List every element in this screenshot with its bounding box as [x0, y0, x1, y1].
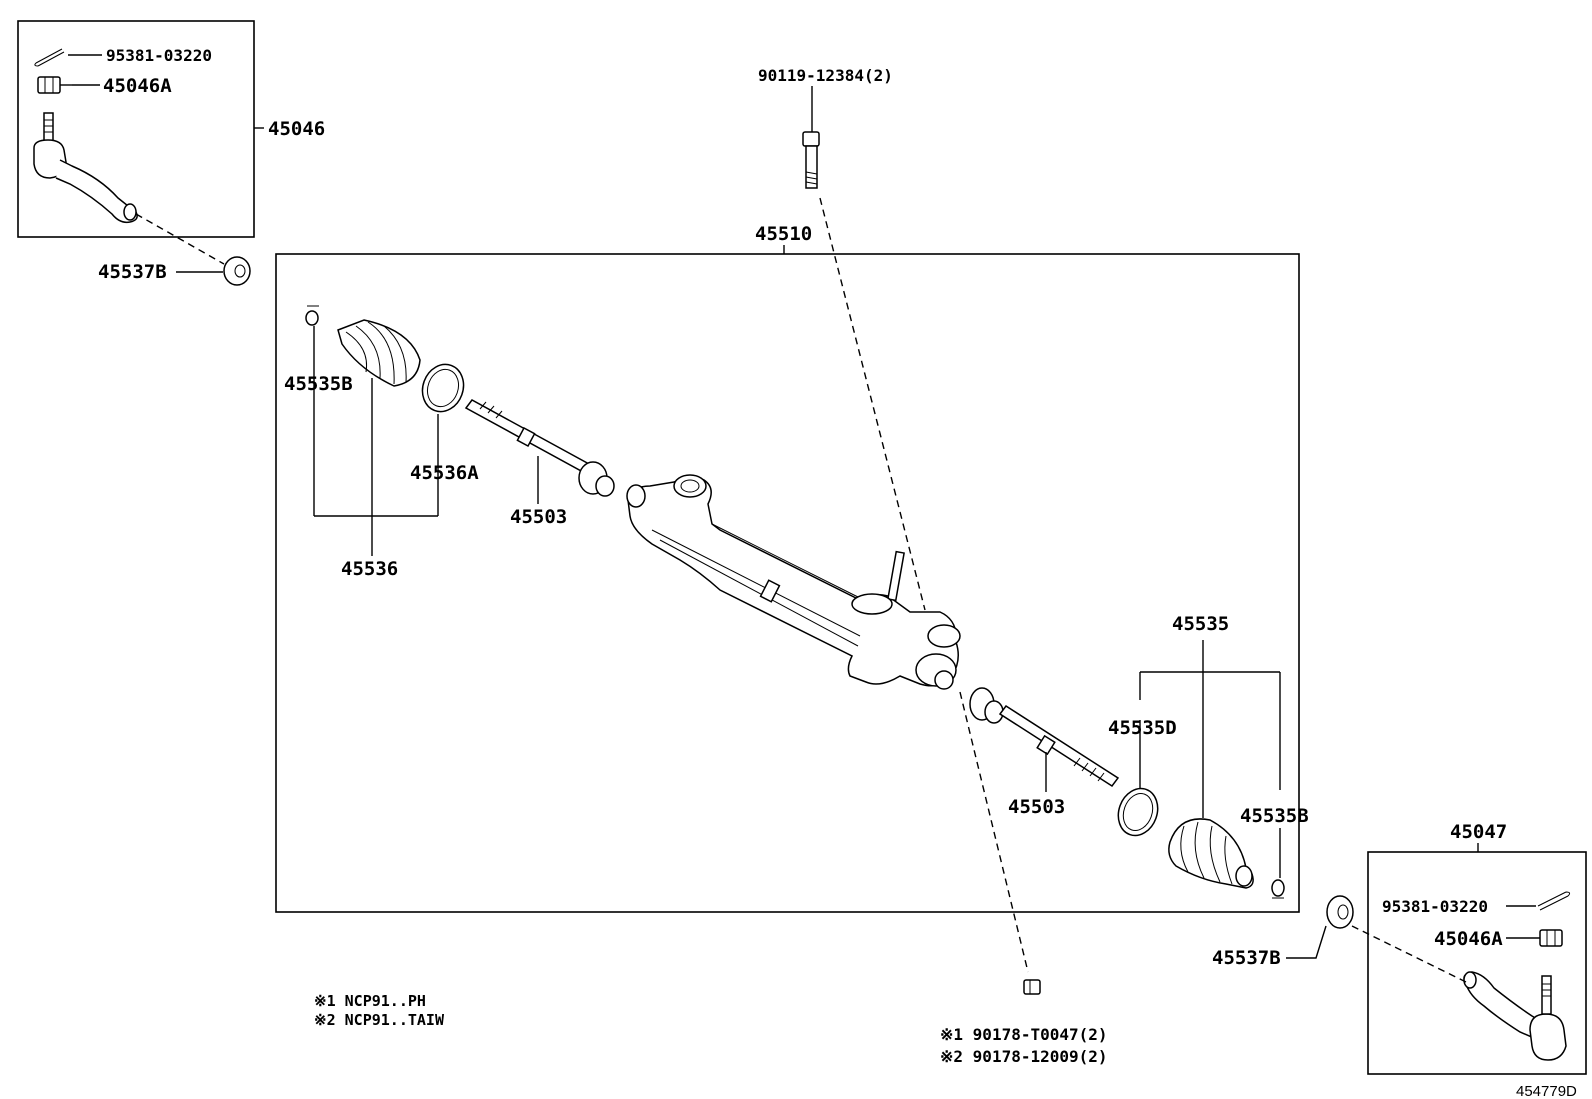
cotter-pin-right-label: 95381-03220: [1382, 897, 1488, 916]
tie-rod-end-left-label: 45046: [268, 118, 325, 140]
tie-rod-end-right-label: 45047: [1450, 821, 1507, 843]
tie-rod-right-icon: [969, 687, 1120, 788]
boot-clip-left-label: 45536A: [410, 462, 479, 484]
boot-left-icon: [337, 319, 421, 387]
figure-reference: 454779D: [1516, 1083, 1577, 1099]
tie-rod-left-icon: [464, 399, 615, 497]
clamp-right-label: 45535B: [1240, 805, 1309, 827]
boot-kit-left-label: 45536: [341, 558, 398, 580]
boot-clip-left-icon: [421, 363, 465, 413]
tie-rod-left-label: 45503: [510, 506, 567, 528]
clamp-left-icon: [305, 305, 319, 326]
rack-assembly-box: [275, 253, 1300, 913]
boot-kit-right-label: 45535: [1172, 613, 1229, 635]
bushing-right-label: 45537B: [1212, 947, 1281, 969]
nut-right-label: 45046A: [1434, 928, 1503, 950]
rack-housing-icon: [626, 474, 961, 690]
bolt-label: 90119-12384(2): [758, 66, 893, 85]
note1-label: ※1 NCP91..PH: [314, 992, 426, 1010]
bushing-left-label: 45537B: [98, 261, 167, 283]
tie-rod-right-label: 45503: [1008, 796, 1065, 818]
leader-bushing-left: [135, 213, 225, 265]
bushing-left-icon: [223, 256, 251, 286]
tie-rod-end-right-icon: [1463, 971, 1567, 1061]
rack-assembly-label: 45510: [755, 223, 812, 245]
tie-rod-end-left-group: [17, 20, 264, 238]
leader-nut-bottom: [959, 691, 1029, 973]
cotter-pin-right-icon: [1537, 891, 1571, 911]
nut-note1-label: ※1 90178-T0047(2): [940, 1025, 1108, 1044]
nut-note2-label: ※2 90178-12009(2): [940, 1047, 1108, 1066]
clamp-left-label: 45535B: [284, 373, 353, 395]
cotter-pin-left-label: 95381-03220: [106, 46, 212, 65]
clip-right-icon: [1117, 787, 1159, 837]
cotter-pin-left-icon: [34, 48, 65, 67]
tie-rod-end-right-box: [1367, 851, 1587, 1075]
boot-right-icon: [1168, 818, 1254, 889]
bushing-right-icon: [1326, 895, 1354, 929]
clip-right-label: 45535D: [1108, 717, 1177, 739]
nut-left-icon: [37, 76, 72, 94]
bolt-icon: [802, 131, 820, 189]
nut-bottom-icon: [1023, 979, 1041, 995]
tie-rod-end-left-icon: [33, 112, 138, 224]
note2-label: ※2 NCP91..TAIW: [314, 1011, 445, 1029]
nut-left-label: 45046A: [103, 75, 172, 97]
clamp-right-icon: [1271, 879, 1285, 899]
tie-rod-end-left-box: [17, 20, 255, 238]
nut-right-icon: [1539, 929, 1563, 947]
leader-bolt: [819, 197, 926, 611]
leader-bushing-right: [1351, 925, 1467, 983]
